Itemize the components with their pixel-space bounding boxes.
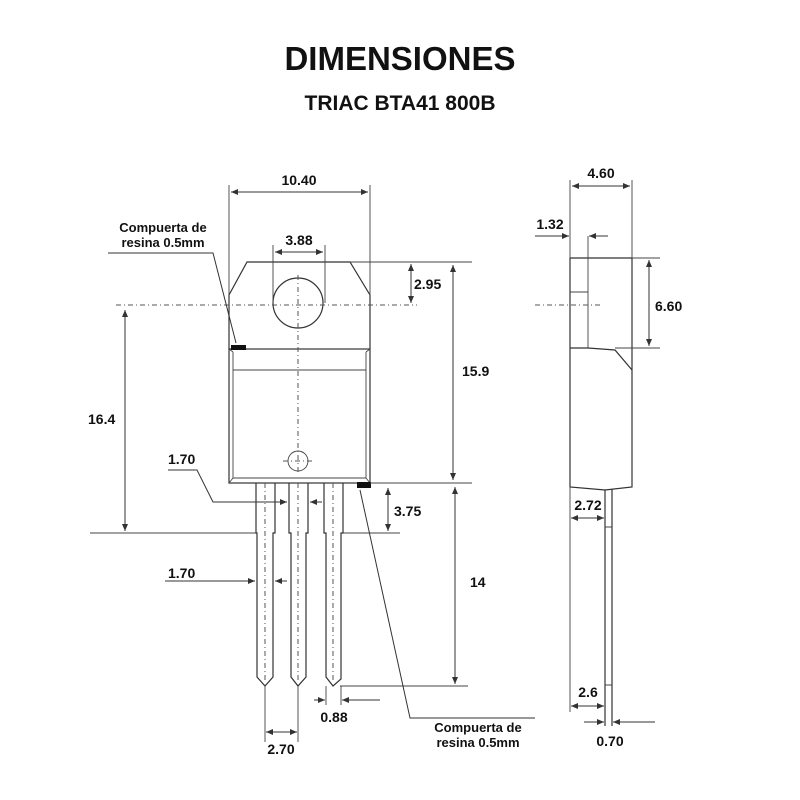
- resin-gate-label-bottom-line1: Compuerta de: [434, 720, 521, 735]
- side-body-outline: [569, 258, 633, 491]
- resin-gate-label-bottom-line2: resina 0.5mm: [436, 735, 519, 750]
- dim-hole-offset: 2.95: [414, 276, 441, 292]
- dim-lead-width-top: 1.70: [168, 451, 195, 467]
- dim-width-total: 10.40: [281, 172, 316, 188]
- page-title: DIMENSIONES: [284, 40, 515, 77]
- dim-lead-thickness: 0.88: [320, 709, 347, 725]
- dim-lead-length: 14: [470, 574, 486, 590]
- dim-depth-total: 4.60: [587, 165, 614, 181]
- dim-lead-pitch: 2.70: [267, 741, 294, 757]
- lead-3: [323, 483, 344, 687]
- package-body: [228, 348, 371, 484]
- page-subtitle: TRIAC BTA41 800B: [305, 92, 496, 115]
- dim-lead-shoulder: 3.75: [394, 503, 421, 519]
- lead-1: [255, 483, 276, 687]
- dim-side-lead-thickness: 0.70: [596, 733, 623, 749]
- dim-hole-diameter: 3.88: [285, 232, 312, 248]
- dim-tab-to-bend: 16.4: [88, 411, 115, 427]
- resin-gate-label-top-line2: resina 0.5mm: [121, 235, 204, 250]
- dim-lead-offset: 2.72: [574, 497, 601, 513]
- front-view: 10.40 3.88 2.95 15.9 16.4 1.70 1.70 3.75…: [88, 172, 535, 757]
- resin-gate-mark-bottom: [357, 482, 371, 488]
- resin-gate-mark-top: [231, 345, 246, 350]
- mounting-tab-outline: [228, 261, 371, 349]
- dim-lead-width: 1.70: [168, 565, 195, 581]
- dim-tab-thickness: 1.32: [536, 216, 563, 232]
- dim-body-height: 15.9: [462, 363, 489, 379]
- dim-tab-height: 6.60: [655, 298, 682, 314]
- dim-lead-offset-bottom: 2.6: [578, 684, 598, 700]
- lead-2: [288, 483, 309, 687]
- side-lead: [604, 489, 613, 726]
- resin-gate-label-top-line1: Compuerta de: [119, 220, 206, 235]
- side-view: 4.60 1.32 6.60 2.72 2.6 0.70: [535, 165, 682, 749]
